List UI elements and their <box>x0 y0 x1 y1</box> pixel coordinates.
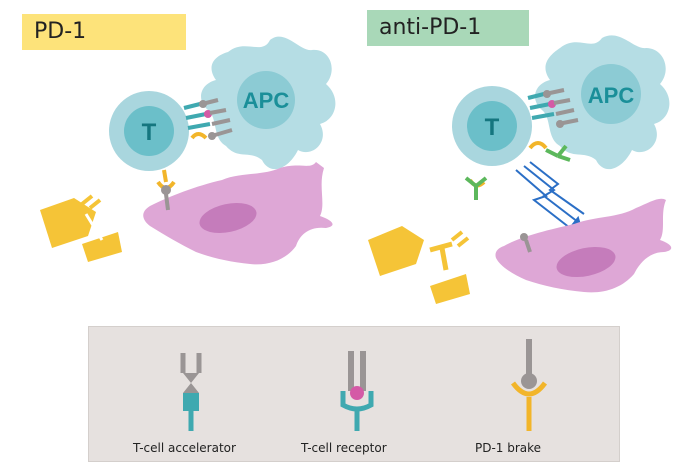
t-cell-nucleus <box>124 106 174 156</box>
apc-nucleus <box>237 71 295 129</box>
apc-label: APC <box>243 88 290 113</box>
t-cell-nucleus-right <box>467 101 517 151</box>
right-free-ligand <box>520 233 532 253</box>
right-panel: APC T <box>368 35 672 304</box>
right-antibody-upper <box>528 141 571 162</box>
apc-nucleus-right <box>581 64 641 124</box>
legend-label-accelerator: T-cell accelerator <box>133 441 236 455</box>
legend-label-receptor: T-cell receptor <box>301 441 387 455</box>
left-synapse-receptors <box>183 98 233 140</box>
left-pd1-brake <box>156 169 176 211</box>
cancer-cell-right <box>495 198 672 293</box>
panel-label-pd1: PD-1 <box>22 14 186 50</box>
accelerator-pedal-icon <box>368 226 470 304</box>
legend-icons <box>180 339 548 431</box>
legend-panel: T-cell accelerator T-cell receptor PD-1 … <box>88 326 620 462</box>
pd1-brake-icon <box>510 339 548 431</box>
right-synapse-receptors <box>527 88 579 128</box>
t-cell-label: T <box>142 119 157 146</box>
legend-label-brake: PD-1 brake <box>475 441 542 455</box>
t-cell-label-right: T <box>485 114 500 141</box>
t-cell-receptor-icon <box>340 351 374 431</box>
cancer-nucleus-left <box>199 203 257 233</box>
right-antibody-lower <box>464 176 488 200</box>
left-panel: APC T <box>40 36 336 265</box>
panel-label-anti-pd1: anti-PD-1 <box>367 10 529 46</box>
brake-pedal-icon <box>40 194 122 262</box>
attack-signal-icon <box>515 161 585 234</box>
t-cell-accelerator-icon <box>180 353 202 431</box>
cancer-nucleus-right <box>556 246 616 278</box>
apc-label-right: APC <box>588 83 635 108</box>
